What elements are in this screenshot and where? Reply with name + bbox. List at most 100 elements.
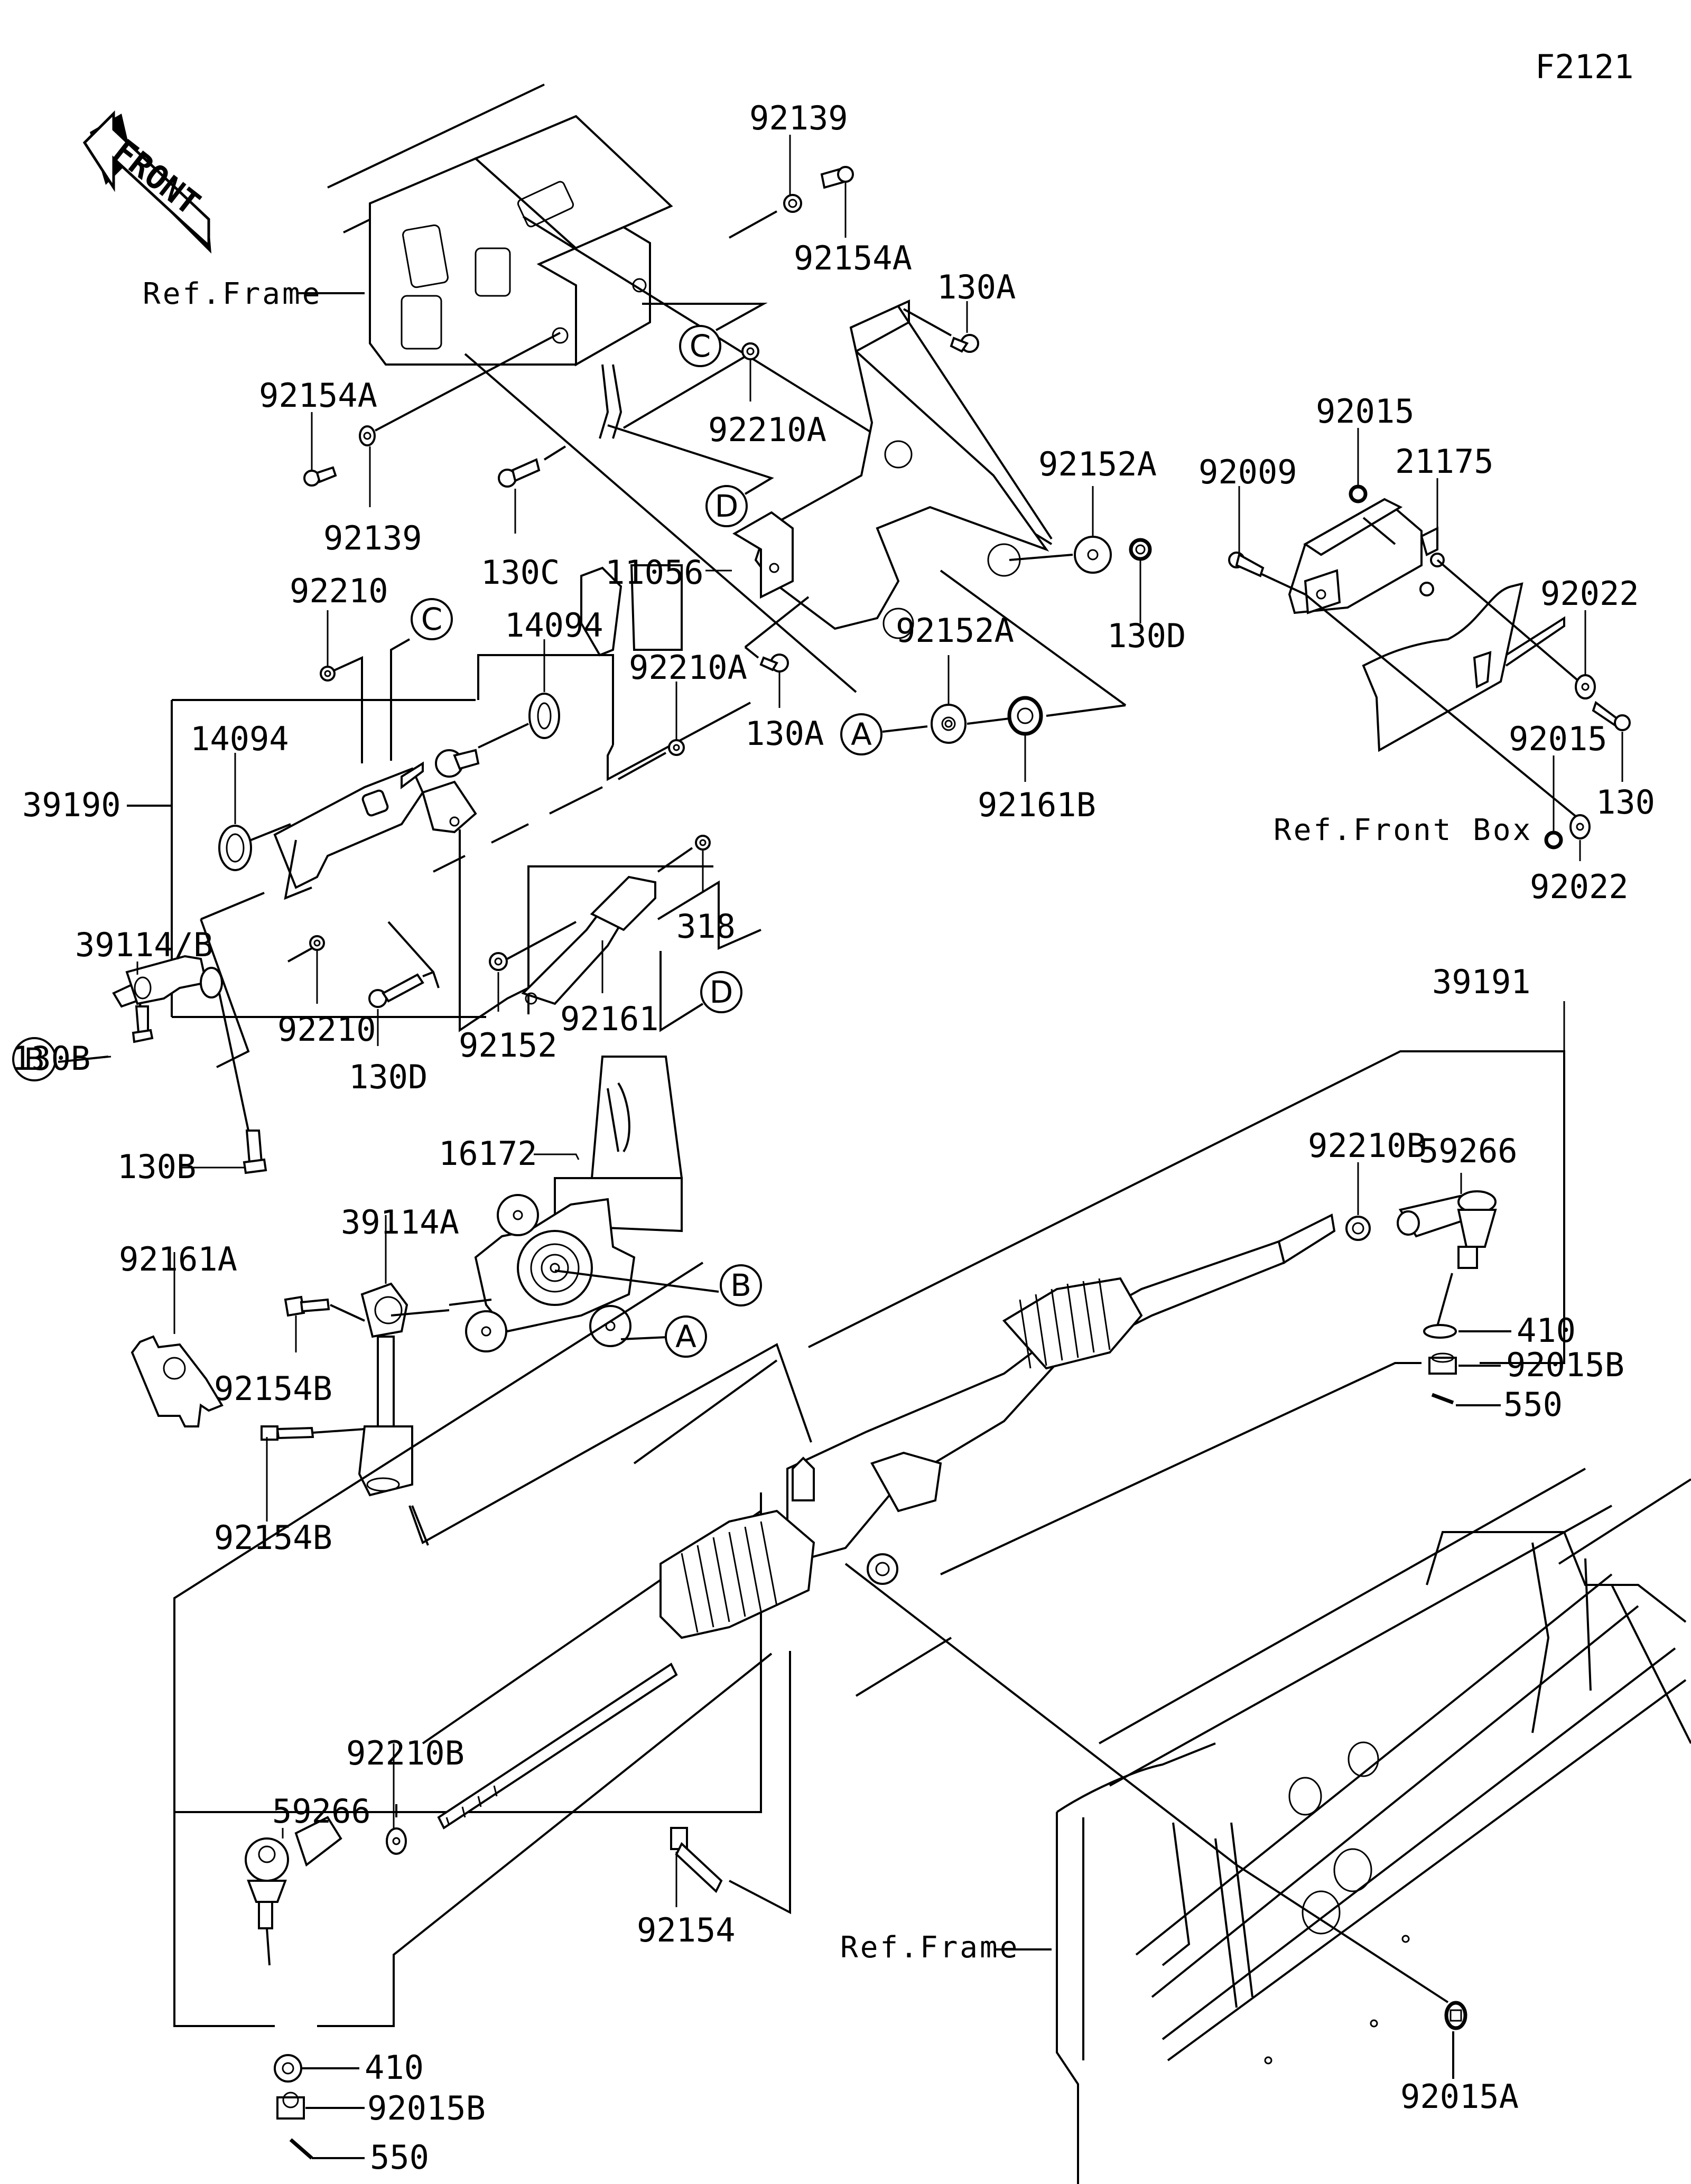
ref-frame-bottom-label: Ref.Frame	[840, 1930, 1019, 1965]
label-130C: 130C	[481, 553, 560, 592]
bolt-92009	[1228, 552, 1265, 577]
nut-92015-bot	[1544, 830, 1563, 850]
washer-92152A-mid	[931, 704, 967, 744]
label-92210-bot: 92210	[277, 1010, 376, 1049]
label-130D-right: 130D	[1107, 617, 1186, 655]
label-39114A: 39114A	[341, 1203, 459, 1242]
ref-front-box-label: Ref.Front Box	[1274, 813, 1532, 847]
bushing-14094-left	[218, 825, 252, 871]
label-92022-top: 92022	[1540, 574, 1639, 613]
front-box-bracket	[1362, 582, 1565, 752]
svg-text:C: C	[690, 328, 711, 364]
label-130: 130	[1596, 783, 1655, 822]
svg-text:A: A	[675, 1319, 696, 1355]
label-92210A-top: 92210A	[708, 410, 826, 449]
marker-a-motor: A	[665, 1315, 707, 1358]
label-130A-top: 130A	[937, 268, 1016, 306]
label-39114B: 39114/B	[75, 926, 213, 964]
label-130B-a: 130B	[12, 1039, 90, 1078]
svg-text:B: B	[24, 1041, 45, 1077]
label-92015A: 92015A	[1400, 2077, 1519, 2116]
washer-92152	[489, 952, 508, 971]
bolt-130C	[498, 458, 541, 488]
label-92154: 92154	[637, 1911, 736, 1949]
bolt-130	[1592, 701, 1631, 731]
marker-d-top: D	[705, 485, 748, 527]
label-21175: 21175	[1395, 442, 1494, 481]
leader-lines	[58, 135, 1623, 1907]
label-11056: 11056	[605, 553, 704, 592]
frame-bracket-top	[327, 83, 1053, 693]
label-92161B: 92161B	[978, 786, 1096, 824]
u-joint-39114B	[112, 955, 223, 1008]
marker-a-mid: A	[840, 713, 882, 755]
label-92009: 92009	[1198, 453, 1297, 491]
cotter-pin-550-left	[289, 2138, 313, 2160]
power-steering-unit-16172	[465, 564, 683, 1352]
label-130B-b: 130B	[117, 1147, 196, 1186]
label-39190: 39190	[22, 786, 121, 824]
label-92015-top: 92015	[1316, 392, 1415, 431]
label-92015B-left: 92015B	[367, 2089, 486, 2127]
tie-rod-end-59266-left	[245, 1816, 342, 1929]
label-59266-right: 59266	[1419, 1132, 1518, 1170]
steering-bracket-11056	[732, 299, 1053, 639]
bolt-130B-b	[243, 1130, 267, 1174]
bolt-130D-left	[368, 973, 424, 1008]
shaft-92161	[521, 875, 656, 1005]
label-92210A-mid: 92210A	[629, 648, 747, 687]
label-550-left: 550	[370, 2138, 429, 2177]
nut-92210-bot	[309, 935, 325, 951]
label-39191: 39191	[1432, 963, 1531, 1001]
marker-d-mid: D	[700, 971, 742, 1013]
label-59266-left: 59266	[272, 1792, 371, 1831]
nut-130D-right	[1129, 538, 1152, 561]
bushing-14094-top	[528, 693, 560, 739]
label-92139-top: 92139	[749, 99, 848, 137]
nut-92210B-left	[386, 1827, 407, 1855]
nut-92015-top	[1349, 484, 1368, 503]
svg-text:C: C	[421, 601, 443, 637]
label-92154B-a: 92154B	[214, 1369, 332, 1408]
label-92152: 92152	[459, 1026, 558, 1065]
label-92015-bot: 92015	[1509, 720, 1608, 758]
marker-b-left: B	[12, 1037, 57, 1081]
nut-92015A	[1444, 2001, 1467, 2030]
label-130A-mid: 130A	[745, 714, 824, 753]
plate-92161A	[131, 1335, 224, 1427]
nut-92015B-left	[276, 2092, 305, 2120]
label-92161A: 92161A	[119, 1240, 237, 1278]
nut-92210B-right	[1345, 1216, 1371, 1241]
bolt-130A-top	[950, 334, 979, 353]
marker-c-mid: C	[411, 598, 453, 640]
bolt-92154A-top	[820, 166, 854, 189]
label-410-left: 410	[365, 2048, 424, 2087]
label-92210B-right: 92210B	[1308, 1126, 1426, 1165]
label-92154A-top: 92154A	[794, 239, 912, 277]
label-16172: 16172	[439, 1134, 537, 1173]
svg-text:A: A	[851, 716, 872, 752]
label-14094-top: 14094	[505, 606, 603, 645]
washer-92161B	[1007, 696, 1043, 736]
svg-text:D: D	[715, 488, 739, 524]
label-92210B-left: 92210B	[346, 1734, 464, 1772]
nut-318	[695, 835, 711, 851]
marker-c-top: C	[679, 325, 721, 367]
label-92154B-b: 92154B	[214, 1518, 332, 1557]
figure-id: F2121	[1535, 48, 1634, 86]
bolt-130B-a	[132, 1003, 154, 1043]
label-410-right: 410	[1517, 1311, 1576, 1350]
label-550-right: 550	[1503, 1385, 1563, 1424]
label-92015B-right: 92015B	[1506, 1346, 1624, 1384]
label-92139-left: 92139	[323, 519, 422, 557]
label-130D-left: 130D	[349, 1058, 428, 1096]
tie-rod-end-59266-right	[1397, 1190, 1497, 1269]
steering-column-39190	[273, 749, 480, 889]
control-module-21175	[1288, 498, 1445, 614]
bolt-92154B-b	[261, 1425, 314, 1441]
front-arrow-icon: FRONT	[82, 110, 211, 254]
nut-92210A-mid	[668, 739, 685, 756]
nut-92210-top	[320, 666, 336, 682]
bolt-92154B-a	[284, 1295, 330, 1317]
label-92022-bot: 92022	[1530, 867, 1629, 906]
